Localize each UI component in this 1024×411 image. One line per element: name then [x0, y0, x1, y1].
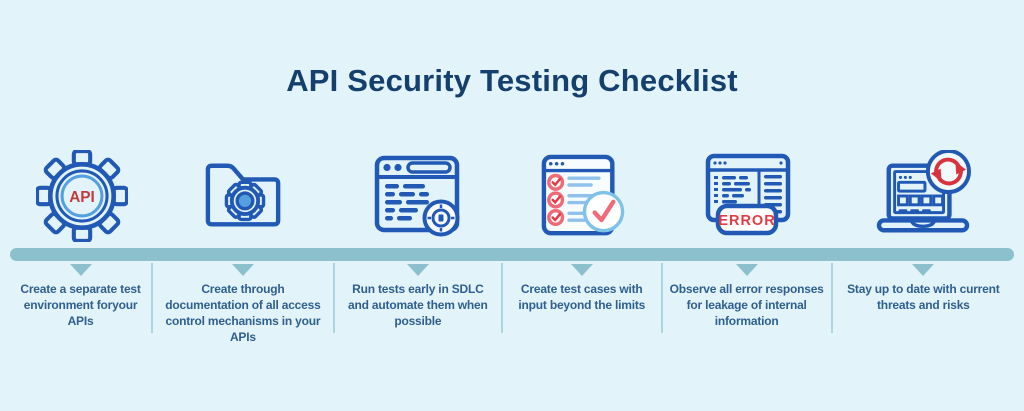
- step-4-cell: Create test cases with input beyond the …: [503, 263, 663, 333]
- step-6-icon-cell: [833, 150, 1014, 242]
- step-6-label: Stay up to date with current threats and…: [847, 282, 1000, 312]
- checklist-icon: [541, 154, 625, 236]
- step-6-cell: Stay up to date with current threats and…: [833, 263, 1014, 333]
- step-5-cell: Observe all error responses for leakage …: [663, 263, 833, 333]
- api-icon-label: API: [69, 189, 95, 206]
- error-icon-label: ERROR: [718, 213, 775, 229]
- step-5-label: Observe all error responses for leakage …: [669, 282, 824, 328]
- step-4-icon-cell: [503, 153, 663, 239]
- arrow-down-icon: [406, 264, 429, 276]
- page-title: API Security Testing Checklist: [286, 63, 738, 98]
- laptop-refresh-icon: [877, 150, 972, 233]
- arrow-down-icon: [231, 264, 254, 276]
- error-window-icon: ERROR: [705, 153, 790, 236]
- arrow-down-icon: [570, 264, 593, 276]
- labels-row: Create a separate test environment foryo…: [10, 263, 1014, 344]
- arrow-down-icon: [912, 264, 935, 276]
- step-3-cell: Run tests early in SDLC and automate the…: [335, 263, 503, 333]
- step-4-label: Create test cases with input beyond the …: [518, 282, 646, 312]
- arrow-down-icon: [735, 264, 758, 276]
- browser-tests-icon: [374, 155, 460, 237]
- timeline-bar: [10, 248, 1014, 261]
- folder-gear-icon: [205, 163, 281, 227]
- arrow-down-icon: [69, 264, 92, 276]
- step-5-icon-cell: ERROR: [663, 152, 833, 240]
- step-2-label: Create through documentation of all acce…: [165, 282, 321, 344]
- step-3-label: Run tests early in SDLC and automate the…: [348, 282, 488, 328]
- icon-row: API: [10, 147, 1014, 245]
- step-1-cell: Create a separate test environment foryo…: [10, 263, 154, 333]
- step-2-icon-cell: [153, 156, 335, 236]
- step-3-icon-cell: [335, 153, 503, 239]
- api-gear-icon: API: [35, 150, 128, 242]
- step-1-icon-cell: API: [10, 150, 153, 242]
- step-1-label: Create a separate test environment foryo…: [20, 282, 141, 328]
- step-2-cell: Create through documentation of all acce…: [153, 263, 335, 344]
